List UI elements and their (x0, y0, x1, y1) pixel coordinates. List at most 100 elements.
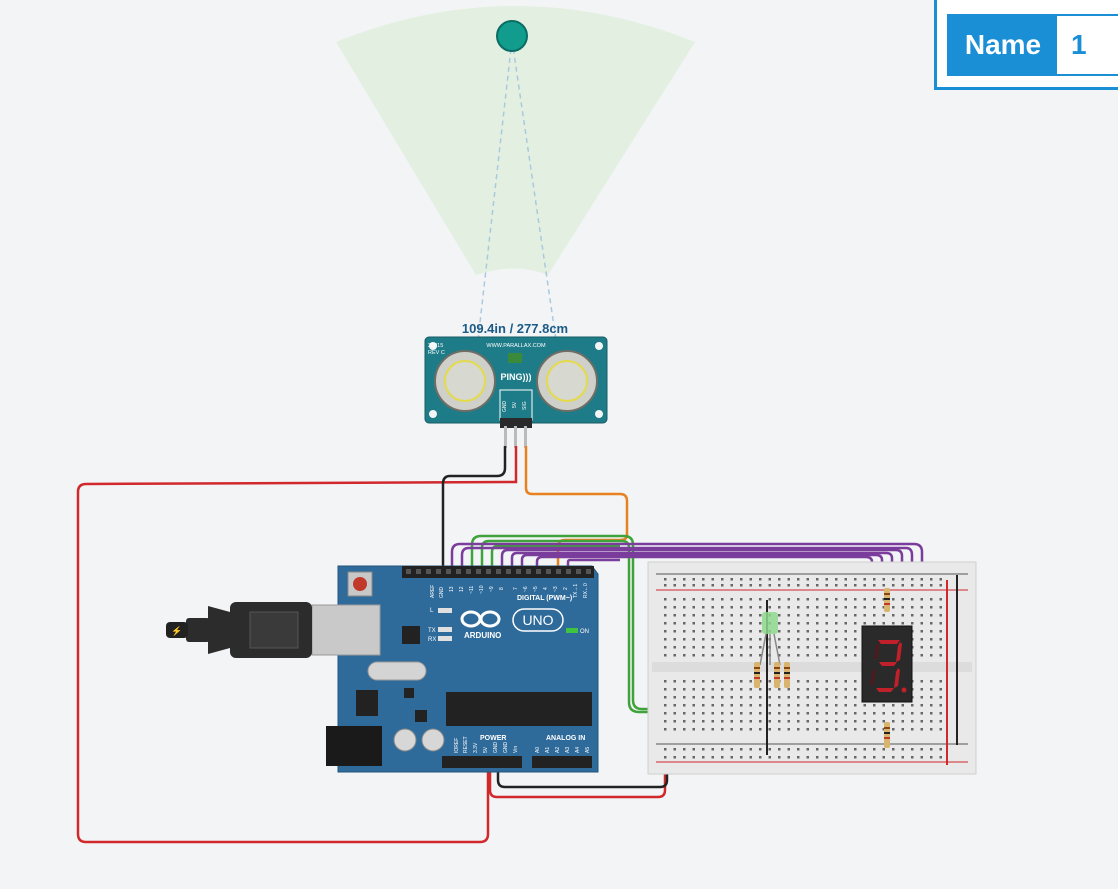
breadboard-hole (873, 748, 876, 751)
wires-purple[interactable] (450, 542, 924, 712)
rgb-led[interactable] (759, 612, 781, 666)
wire-red-5v-breadboard[interactable] (488, 765, 667, 799)
breadboard-hole (683, 688, 686, 691)
breadboard-hole (797, 696, 800, 699)
breadboard-hole (778, 598, 781, 601)
breadboard-hole (816, 680, 819, 683)
breadboard-hole (806, 578, 809, 581)
breadboard-hole (740, 688, 743, 691)
breadboard-hole (825, 606, 828, 609)
breadboard-hole (844, 598, 847, 601)
breadboard-hole (797, 680, 800, 683)
breadboard-hole (664, 630, 667, 633)
breadboard-hole (844, 630, 847, 633)
breadboard-hole (730, 704, 733, 707)
breadboard-hole (835, 728, 838, 731)
target-object-handle[interactable] (496, 20, 528, 52)
breadboard-hole (692, 598, 695, 601)
breadboard-hole (816, 748, 819, 751)
breadboard-hole (711, 578, 714, 581)
breadboard-hole (778, 578, 781, 581)
breadboard-hole (702, 578, 705, 581)
arduino-uno-board[interactable]: AREF GND 13 12 ~11 ~10 ~9 8 7 ~6 ~5 4 ~3… (166, 565, 599, 773)
breadboard-hole (664, 720, 667, 723)
breadboard-hole (854, 680, 857, 683)
breadboard-hole (854, 756, 857, 759)
breadboard-hole (806, 748, 809, 751)
breadboard-hole (702, 720, 705, 723)
breadboard-hole (920, 638, 923, 641)
breadboard-hole (740, 646, 743, 649)
svg-text:~6: ~6 (523, 586, 529, 592)
breadboard-hole (816, 578, 819, 581)
breadboard-hole (930, 622, 933, 625)
svg-text:A3: A3 (565, 747, 571, 753)
breadboard-hole (768, 696, 771, 699)
wire-red-5v[interactable] (76, 446, 518, 844)
breadboard-hole (730, 606, 733, 609)
svg-text:RX←0: RX←0 (583, 583, 589, 598)
breadboard-hole (873, 578, 876, 581)
breadboard-hole (835, 748, 838, 751)
wire-black-gnd[interactable] (441, 446, 507, 568)
breadboard-hole (825, 688, 828, 691)
breadboard-hole (854, 614, 857, 617)
breadboard-hole (683, 696, 686, 699)
breadboard-hole (692, 756, 695, 759)
breadboard-hole (730, 578, 733, 581)
breadboard-hole (939, 606, 942, 609)
breadboard-hole (692, 688, 695, 691)
breadboard-hole (911, 720, 914, 723)
breadboard-hole (702, 696, 705, 699)
seven-segment-display[interactable]: 3 (861, 625, 913, 711)
breadboard-hole (930, 728, 933, 731)
breadboard-hole (844, 584, 847, 587)
breadboard-hole (835, 578, 838, 581)
breadboard-hole (702, 646, 705, 649)
breadboard-hole (835, 712, 838, 715)
svg-text:REV C: REV C (428, 350, 445, 356)
breadboard-hole (939, 688, 942, 691)
breadboard-hole (911, 598, 914, 601)
resistors[interactable] (754, 588, 890, 748)
wire-black-gnd-breadboard[interactable] (496, 751, 669, 789)
svg-text:5V: 5V (512, 401, 518, 408)
breadboard-hole (768, 712, 771, 715)
breadboard-hole (749, 598, 752, 601)
breadboard-hole (854, 646, 857, 649)
breadboard-hole (920, 680, 923, 683)
breadboard-hole (787, 638, 790, 641)
breadboard-hole (692, 720, 695, 723)
breadboard-hole (920, 654, 923, 657)
breadboard-hole (664, 646, 667, 649)
breadboard-hole (778, 638, 781, 641)
name-field[interactable]: Name 1 (947, 14, 1118, 76)
breadboard-hole (778, 622, 781, 625)
breadboard-hole (759, 598, 762, 601)
ultrasonic-sensor[interactable]: 28015 REV C WWW.PARALLAX.COM PING))) GND… (424, 336, 608, 448)
name-badge[interactable]: Name 1 (934, 0, 1118, 90)
breadboard-hole (768, 720, 771, 723)
breadboard-hole (854, 748, 857, 751)
breadboard-hole (863, 606, 866, 609)
breadboard[interactable] (647, 561, 977, 775)
breadboard-hole (825, 614, 828, 617)
breadboard-hole (673, 614, 676, 617)
name-value[interactable]: 1 (1071, 29, 1087, 60)
svg-text:GND: GND (503, 742, 509, 754)
breadboard-hole (673, 646, 676, 649)
breadboard-hole (797, 756, 800, 759)
svg-text:ARDUINO: ARDUINO (464, 631, 501, 640)
svg-text:~3: ~3 (553, 586, 559, 592)
svg-text:5V: 5V (483, 746, 489, 753)
breadboard-hole (683, 680, 686, 683)
breadboard-hole (730, 598, 733, 601)
breadboard-hole (778, 614, 781, 617)
atmega-chip (446, 692, 592, 726)
breadboard-hole (673, 606, 676, 609)
breadboard-hole (930, 696, 933, 699)
breadboard-hole (683, 638, 686, 641)
breadboard-hole (673, 638, 676, 641)
usb-cable[interactable]: ⚡ (166, 602, 312, 658)
